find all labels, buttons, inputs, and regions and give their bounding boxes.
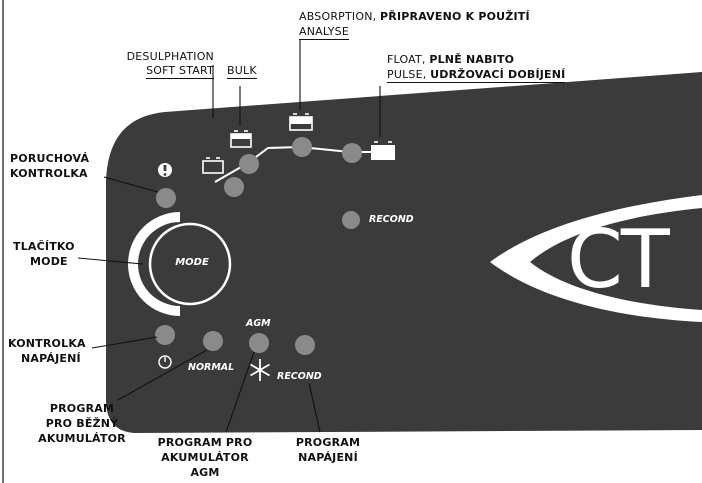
label-agm-1: PROGRAM PRO [157, 436, 253, 449]
label-agm-3: AGM [190, 466, 220, 479]
panel-recond-top: RECOND [369, 214, 414, 225]
label-soft-start-text: SOFT START [146, 64, 214, 79]
snowflake-icon [250, 359, 270, 381]
leader-lines [77, 40, 381, 433]
label-analyse-text: ANALYSE [299, 25, 349, 40]
label-mode-1: TLAČÍTKO [13, 240, 75, 253]
power-icon [158, 355, 172, 369]
label-absorption: ABSORPTION, PŘIPRAVENO K POUŽITÍ [299, 10, 530, 24]
label-supply-2: NAPÁJENÍ [298, 451, 358, 464]
desulphation-led [224, 177, 244, 197]
label-float-text: FLOAT, [387, 53, 426, 66]
label-bulk: BULK [227, 64, 257, 79]
label-mode-2: MODE [30, 255, 68, 268]
label-desulphation: DESULPHATION [126, 50, 214, 63]
label-pulse-text: PULSE, [387, 68, 427, 81]
panel-normal: NORMAL [188, 362, 235, 373]
agm-led [249, 333, 269, 353]
label-analyse: ANALYSE [299, 25, 349, 40]
supply-led [295, 335, 315, 355]
float-led [342, 143, 362, 163]
label-absorption-bold: PŘIPRAVENO K POUŽITÍ [380, 10, 530, 23]
label-normal-3: AKUMULÁTOR [38, 432, 126, 445]
panel-agm: AGM [246, 318, 271, 329]
label-pulse-bold: UDRŽOVACÍ DOBÍJENÍ [430, 68, 566, 81]
label-fault-2: KONTROLKA [10, 167, 88, 180]
absorption-led [292, 137, 312, 157]
label-absorption-text: ABSORPTION, [299, 10, 377, 23]
label-float-bold: PLNĚ NABITO [429, 53, 515, 66]
battery-icon-absorption [289, 113, 313, 131]
fault-led [156, 188, 176, 208]
label-float: FLOAT, PLNĚ NABITO [387, 53, 514, 67]
label-pulse: PULSE, UDRŽOVACÍ DOBÍJENÍ [387, 68, 566, 83]
label-bulk-text: BULK [227, 64, 257, 79]
label-pulse-wrap: PULSE, UDRŽOVACÍ DOBÍJENÍ [387, 68, 566, 83]
mode-ring [128, 212, 180, 316]
logo-swoosh [490, 195, 702, 322]
fault-icon [158, 163, 172, 177]
normal-led [203, 331, 223, 351]
label-power-2: NAPÁJENÍ [21, 352, 81, 365]
label-normal-1: PROGRAM [49, 402, 115, 415]
label-power-1: KONTROLKA [8, 337, 86, 350]
label-fault-1: PORUCHOVÁ [10, 152, 90, 165]
label-supply-1: PROGRAM [295, 436, 361, 449]
battery-icon-float [371, 141, 395, 160]
recond-led [342, 211, 360, 229]
panel-recond-bottom: RECOND [277, 371, 322, 382]
label-normal-2: PRO BĚŽNÝ [45, 417, 119, 430]
battery-icon-bulk [230, 130, 252, 148]
label-soft-start: SOFT START [98, 64, 214, 79]
label-agm-2: AKUMULÁTOR [161, 451, 249, 464]
battery-icon-desulphation [202, 157, 224, 174]
power-led [155, 325, 175, 345]
bulk-led [239, 154, 259, 174]
mode-button-label: MODE [175, 257, 209, 268]
mode-button[interactable] [148, 222, 232, 306]
logo-text: CT [567, 213, 670, 306]
